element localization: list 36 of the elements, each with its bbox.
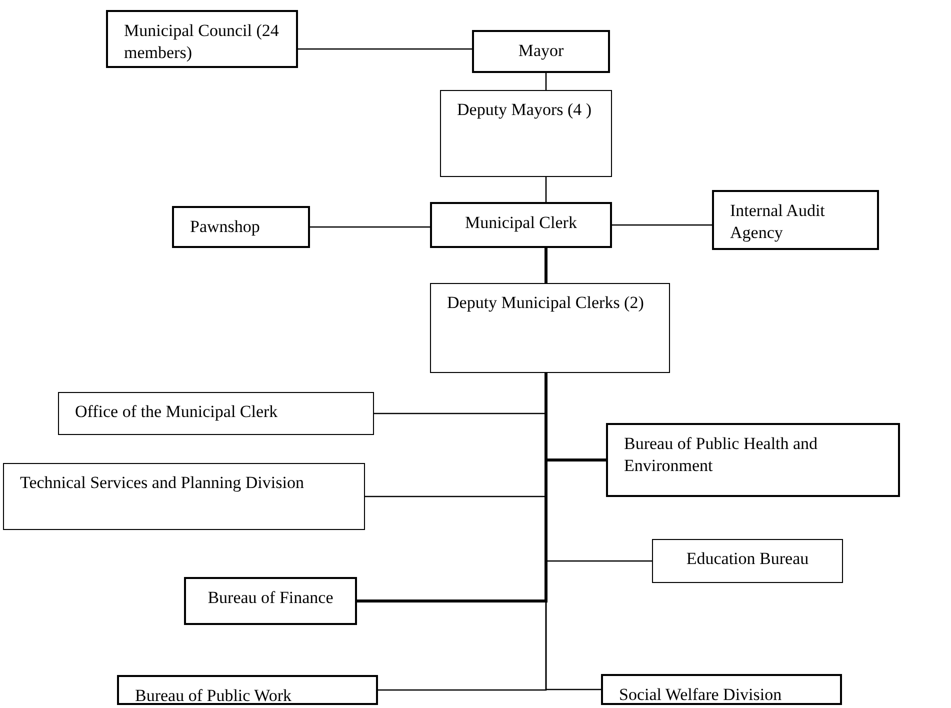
- org-box: [472, 30, 610, 73]
- org-box: [172, 206, 310, 248]
- box-label: Deputy Mayors (4 ): [457, 99, 592, 121]
- box-label: Technical Services and Planning Division: [20, 472, 304, 494]
- connector-line: [612, 224, 712, 226]
- connector-line: [544, 248, 548, 283]
- box-label: Mayor: [518, 40, 564, 62]
- box-label: Deputy Municipal Clerks (2): [447, 292, 644, 314]
- org-box: [58, 392, 374, 435]
- box-label: Internal Audit Agency: [730, 200, 826, 244]
- org-box: [606, 423, 900, 497]
- connector-line: [545, 73, 547, 90]
- connector-line: [357, 373, 548, 602]
- org-box: [430, 202, 612, 248]
- box-label: Bureau of Finance: [208, 587, 334, 609]
- connector-line: [545, 373, 601, 690]
- box-label: Municipal Clerk: [465, 212, 577, 234]
- org-box: [440, 90, 612, 177]
- org-box: [117, 675, 378, 705]
- org-box: [601, 674, 842, 705]
- connector-line: [545, 177, 547, 202]
- org-box: [184, 577, 357, 625]
- box-label: Bureau of Public Work: [135, 685, 292, 707]
- org-box: [3, 463, 365, 530]
- org-box: [106, 10, 298, 68]
- connector-line: [310, 226, 430, 228]
- box-label: Office of the Municipal Clerk: [75, 401, 278, 423]
- box-label: Bureau of Public Health and Environment: [624, 433, 819, 477]
- box-label: Pawnshop: [190, 216, 260, 238]
- connector-line: [298, 48, 472, 50]
- org-box: [652, 539, 843, 583]
- box-label: Education Bureau: [686, 548, 809, 570]
- box-label: Social Welfare Division: [619, 684, 782, 706]
- org-box: [712, 190, 879, 250]
- box-label: Municipal Council (24 members): [124, 20, 280, 64]
- org-box: [430, 283, 670, 373]
